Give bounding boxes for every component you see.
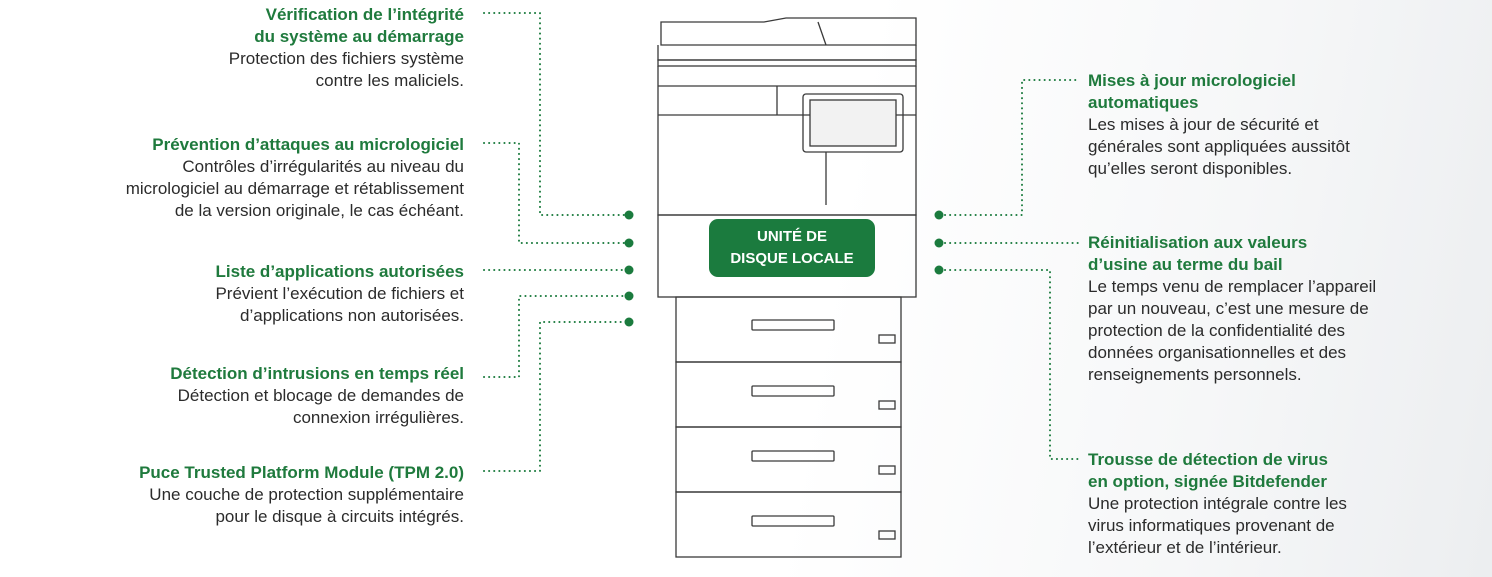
document-feeder bbox=[660, 17, 917, 46]
connector-dot bbox=[624, 317, 634, 327]
feature-bitdefender-kit: Trousse de détection de virus en option,… bbox=[1088, 449, 1347, 559]
feature-title: Mises à jour micrologiciel automatiques bbox=[1088, 71, 1296, 112]
tray-handle bbox=[751, 450, 835, 462]
feature-title: Détection d’intrusions en temps réel bbox=[170, 364, 464, 383]
feature-title: Vérification de l’intégrité du système a… bbox=[254, 5, 464, 46]
touch-screen bbox=[809, 99, 897, 147]
connector-lines bbox=[483, 12, 1081, 472]
connector-line bbox=[483, 12, 627, 216]
connector-dot bbox=[934, 238, 944, 248]
feature-firmware-attack-prevention: Prévention d’attaques au micrologiciel C… bbox=[126, 134, 464, 222]
tray-indicator bbox=[878, 334, 896, 344]
connector-dot bbox=[624, 291, 634, 301]
connector-dot bbox=[934, 210, 944, 220]
paper-tray bbox=[675, 361, 902, 428]
tray-indicator bbox=[878, 465, 896, 475]
feature-description: Contrôles d’irrégularités au niveau du m… bbox=[125, 157, 464, 220]
tray-indicator bbox=[878, 530, 896, 540]
feature-allowlist: Liste d’applications autorisées Prévient… bbox=[215, 261, 464, 327]
tray-handle bbox=[751, 515, 835, 527]
feature-description: Une protection intégrale contre les viru… bbox=[1088, 494, 1347, 557]
connector-dot bbox=[934, 265, 944, 275]
connector-line bbox=[944, 269, 1081, 460]
control-panel bbox=[802, 93, 904, 153]
connector-dot bbox=[624, 238, 634, 248]
tray-handle bbox=[751, 385, 835, 397]
feature-description: Le temps venu de remplacer l’appareil pa… bbox=[1088, 277, 1377, 384]
feature-title: Trousse de détection de virus en option,… bbox=[1088, 450, 1328, 491]
feature-title: Puce Trusted Platform Module (TPM 2.0) bbox=[139, 463, 464, 482]
disk-label: UNITÉ DE DISQUE LOCALE bbox=[709, 219, 875, 277]
feature-description: Les mises à jour de sécurité et générale… bbox=[1088, 115, 1350, 178]
feature-auto-firmware-updates: Mises à jour micrologiciel automatiques … bbox=[1088, 70, 1350, 180]
connector-line bbox=[944, 79, 1081, 216]
feature-intrusion-detection: Détection d’intrusions en temps réel Dét… bbox=[170, 363, 464, 429]
feature-tpm-chip: Puce Trusted Platform Module (TPM 2.0) U… bbox=[139, 462, 464, 528]
feature-title: Prévention d’attaques au micrologiciel bbox=[152, 135, 464, 154]
feature-description: Une couche de protection supplémentaire … bbox=[149, 485, 464, 526]
feature-factory-reset: Réinitialisation aux valeurs d’usine au … bbox=[1088, 232, 1376, 386]
feature-description: Détection et blocage de demandes de conn… bbox=[177, 386, 464, 427]
paper-tray bbox=[675, 426, 902, 493]
feature-title: Liste d’applications autorisées bbox=[215, 262, 464, 281]
feature-boot-integrity: Vérification de l’intégrité du système a… bbox=[229, 4, 464, 92]
feature-description: Prévient l’exécution de fichiers et d’ap… bbox=[215, 284, 464, 325]
connector-line bbox=[483, 295, 627, 378]
connector-line bbox=[483, 321, 627, 472]
paper-tray bbox=[675, 491, 902, 558]
connector-dot bbox=[624, 265, 634, 275]
connector-dot bbox=[624, 210, 634, 220]
feature-title: Réinitialisation aux valeurs d’usine au … bbox=[1088, 233, 1308, 274]
connector-line bbox=[483, 142, 627, 244]
tray-indicator bbox=[878, 400, 896, 410]
feature-description: Protection des fichiers système contre l… bbox=[228, 49, 464, 90]
tray-handle bbox=[751, 319, 835, 331]
